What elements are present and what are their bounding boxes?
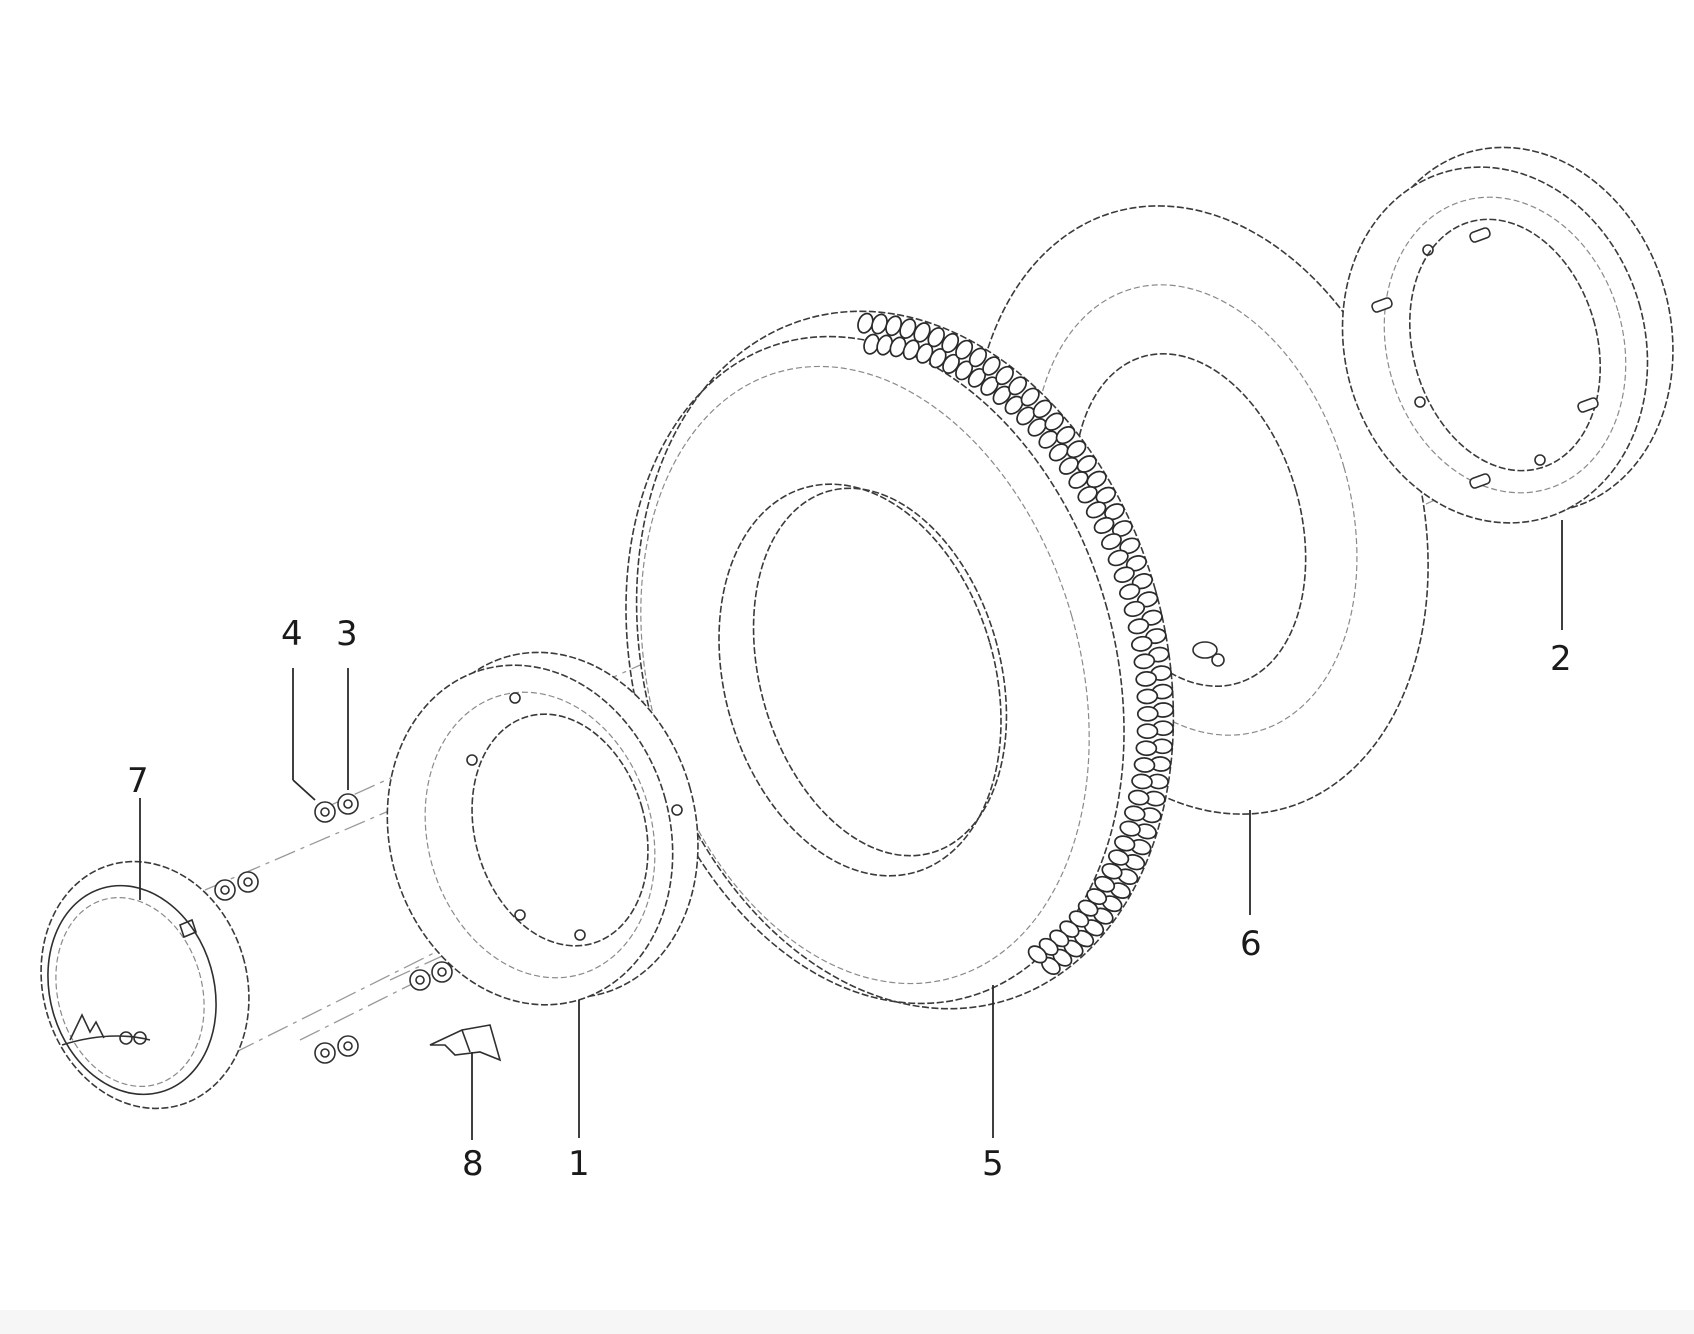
tread-block — [1020, 387, 1040, 407]
tread-pattern — [857, 312, 1175, 976]
tread-block — [1048, 443, 1069, 462]
callout-6: 6 — [1240, 924, 1262, 964]
outer-rim-half — [1341, 146, 1674, 524]
callout-7: 7 — [127, 761, 149, 801]
tread-block — [1127, 789, 1150, 806]
tread-block — [1119, 583, 1141, 600]
nut-washer-set — [314, 1035, 359, 1064]
callout-4: 4 — [281, 614, 303, 654]
leader-lines — [139, 520, 1563, 1140]
tread-block — [1104, 503, 1125, 521]
tread-block — [913, 322, 931, 343]
tread-block — [1008, 376, 1028, 396]
tread-block — [968, 347, 987, 368]
tread-block — [1055, 426, 1076, 445]
tread-block — [1101, 533, 1122, 550]
tread-block — [1016, 406, 1036, 426]
tread-block — [1131, 773, 1153, 790]
callout-2: 2 — [1550, 639, 1572, 679]
tread-block — [1068, 471, 1089, 489]
leader-4-tip — [292, 779, 316, 801]
tread-block — [1032, 399, 1053, 419]
tread-block — [1058, 456, 1079, 475]
tread-block — [1108, 849, 1130, 866]
tread-block — [1131, 635, 1153, 652]
nut-washer-sets — [214, 793, 453, 1064]
tread-block — [1135, 740, 1158, 757]
tread-block — [1119, 537, 1141, 555]
tyre — [625, 310, 1175, 1010]
tread-block — [995, 365, 1014, 386]
callout-labels: 7 4 3 8 1 5 6 2 — [127, 614, 1572, 1184]
tread-block — [1086, 470, 1107, 489]
tread-block — [1123, 600, 1146, 618]
callout-3: 3 — [336, 614, 358, 654]
hub-cover — [40, 860, 250, 1110]
tread-block — [1136, 688, 1159, 705]
rim-bolt-holes — [466, 692, 683, 941]
tread-block — [1107, 549, 1129, 567]
inner-rim-half — [386, 651, 699, 1006]
tread-block — [1085, 501, 1107, 519]
logo-emblem — [61, 1013, 151, 1046]
tread-block — [1027, 945, 1048, 964]
tread-block — [982, 356, 1001, 376]
tread-block — [1119, 820, 1141, 837]
tread-block — [1076, 455, 1097, 473]
tread-block — [1038, 430, 1058, 449]
nut-washer-set — [314, 793, 359, 823]
tread-block — [1136, 705, 1159, 722]
tread-block — [1133, 653, 1156, 670]
tread-block — [955, 339, 974, 360]
rim-studs — [1371, 227, 1599, 489]
tread-block — [1127, 618, 1150, 635]
tread-block — [1095, 486, 1117, 504]
tread-block — [1111, 520, 1133, 537]
clip — [429, 1024, 502, 1062]
bottom-margin-strip — [0, 1310, 1694, 1334]
tread-block — [1066, 440, 1087, 459]
tread-block — [1113, 566, 1135, 583]
nut-washer-set — [214, 871, 259, 901]
tread-block — [1027, 418, 1047, 437]
tread-block — [1135, 671, 1157, 687]
tread-block — [1101, 862, 1123, 880]
callout-8: 8 — [462, 1144, 484, 1184]
nut-washer-set — [409, 961, 453, 991]
tread-block — [941, 332, 960, 354]
tread-block — [927, 327, 945, 348]
tread-block — [1136, 723, 1159, 740]
tread-block — [1093, 516, 1115, 534]
tread-block — [1077, 485, 1098, 504]
tread-block — [1114, 835, 1136, 852]
valve-stem — [1192, 641, 1225, 667]
callout-1: 1 — [568, 1144, 590, 1184]
tread-block — [1044, 412, 1064, 431]
callout-5: 5 — [982, 1144, 1004, 1184]
tread-block — [1124, 805, 1146, 822]
tread-block — [1133, 757, 1156, 773]
